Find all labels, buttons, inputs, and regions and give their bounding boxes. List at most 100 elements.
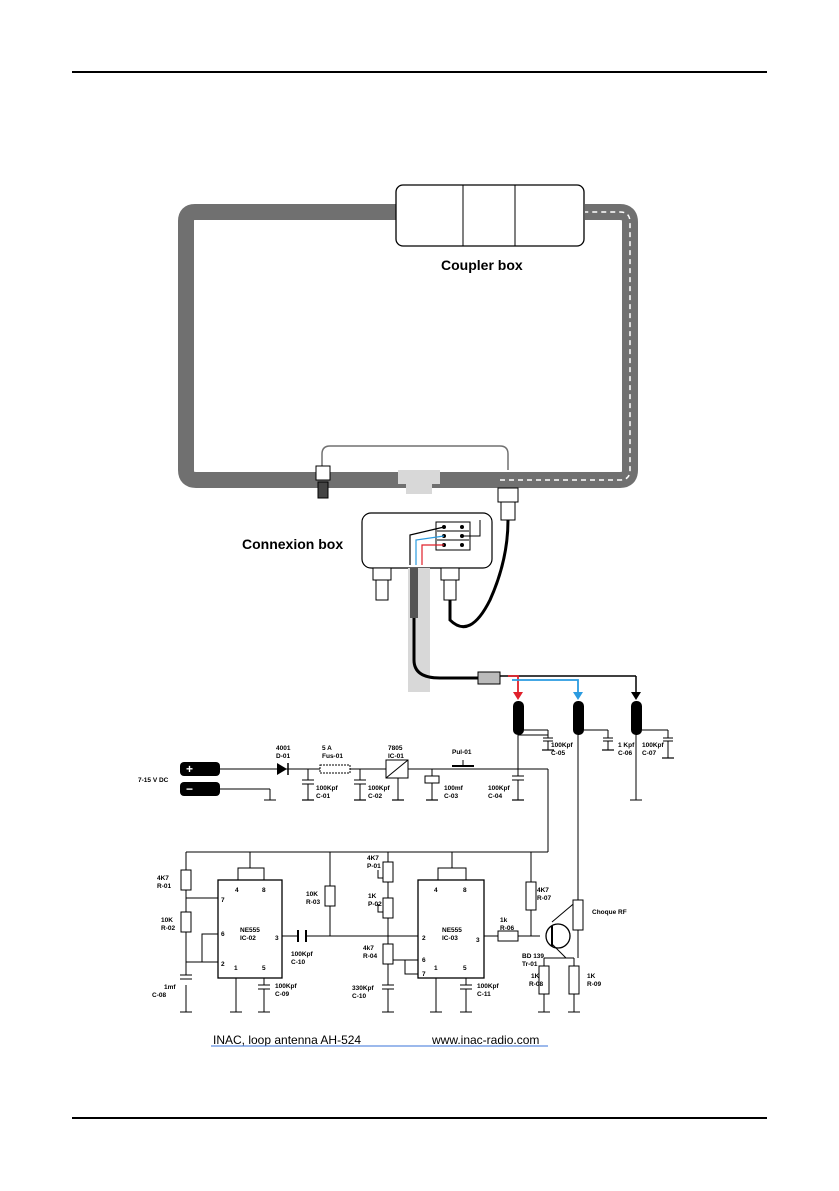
mast-top [398, 470, 440, 494]
ic02-ref-label: IC-02 [240, 935, 256, 942]
coupler-box [395, 184, 585, 247]
p01-ref-label: P-01 [367, 863, 381, 870]
c10b-ref-label: C-10 [352, 993, 366, 1000]
switch-pul01 [452, 760, 474, 767]
mast-cable-entry [410, 568, 418, 618]
cable-right [448, 519, 510, 629]
r06-value-label: 1k [500, 917, 508, 924]
c02-ref-label: C-02 [368, 793, 382, 800]
r02-value-label: 10K [161, 917, 173, 924]
supply-label: 7-15 V DC [138, 777, 169, 784]
d01-value-label: 4001 [276, 745, 291, 752]
choke-1 [513, 701, 524, 735]
connexion-box [361, 512, 493, 569]
transistor-tr01 [545, 923, 571, 949]
coupler-box-label: Coupler box [441, 257, 523, 273]
left-connector [315, 465, 331, 499]
c10a-value-label: 100Kpf [291, 951, 314, 958]
d01-ref-label: D-01 [276, 753, 290, 760]
ic02-p5-label: 5 [262, 965, 266, 972]
ic01-ref-label: IC-01 [388, 753, 404, 760]
blue-wire [512, 679, 579, 694]
fus-value-label: 5 A [322, 745, 332, 752]
r01-value-label: 4K7 [157, 875, 169, 882]
r09-ref-label: R-09 [587, 981, 601, 988]
ic02-p1-label: 1 [234, 965, 238, 972]
c07-ref-label: C-07 [642, 750, 656, 757]
ic03-p3-label: 3 [476, 937, 480, 944]
header-rule [72, 71, 767, 73]
fuse-fus01 [319, 764, 351, 774]
footer-rule [72, 1117, 767, 1119]
resistor-r08 [538, 965, 550, 995]
c04-value-label: 100Kpf [488, 785, 511, 792]
red-wire [508, 675, 519, 694]
r04-value-label: 4k7 [363, 945, 374, 952]
r04-ref-label: R-04 [363, 953, 377, 960]
choke-rf [572, 899, 584, 931]
footer-title: INAC, loop antenna AH-524 [213, 1033, 361, 1047]
c04-ref-label: C-04 [488, 793, 502, 800]
fus-ref-label: Fus-01 [322, 753, 343, 760]
c07-value-label: 100Kpf [642, 742, 665, 749]
c11-ref-label: C-11 [477, 991, 491, 998]
c08-ref-label: C-08 [152, 992, 166, 999]
cable-down [412, 618, 480, 680]
resistor-r03 [324, 885, 336, 907]
p02-value-label: 1K [368, 893, 377, 900]
inner-cable [321, 445, 509, 470]
pot-p02 [382, 897, 394, 919]
r01-ref-label: R-01 [157, 883, 171, 890]
r02-ref-label: R-02 [161, 925, 175, 932]
r09-value-label: 1K [587, 973, 596, 980]
resistor-r04 [382, 943, 394, 965]
resistor-r09 [568, 965, 580, 995]
ic02-p6-label: 6 [221, 931, 225, 938]
choque-label-label: Choque RF [592, 909, 627, 916]
c06-value-label: 1 Kpf [618, 742, 635, 749]
cap-c03 [424, 775, 440, 784]
plus-terminal: + [180, 762, 220, 776]
connexion-box-label: Connexion box [242, 536, 343, 552]
box-connector-right [440, 567, 460, 601]
c02-value-label: 100Kpf [368, 785, 391, 792]
choke-2 [573, 701, 584, 735]
c01-ref-label: C-01 [316, 793, 330, 800]
diode-d01 [277, 763, 289, 775]
ic02-p4-label: 4 [235, 887, 239, 894]
box-connector-left [372, 567, 392, 601]
r03-ref-label: R-03 [306, 899, 320, 906]
resistor-r01 [180, 869, 192, 891]
c08-value-label: 1mf [164, 984, 176, 991]
c01-value-label: 100Kpf [316, 785, 339, 792]
pot-p01 [382, 861, 394, 883]
ic03-p2-label: 2 [422, 935, 426, 942]
r08-value-label: 1K [531, 973, 540, 980]
c03-ref-label: C-03 [444, 793, 458, 800]
ic01-value-label: 7805 [388, 745, 403, 752]
footer-website[interactable]: www.inac-radio.com [431, 1033, 539, 1047]
ic03-p7-label: 7 [422, 971, 426, 978]
r07-ref-label: R-07 [537, 895, 551, 902]
minus-sign-label: − [186, 782, 193, 796]
r07-value-label: 4K7 [537, 887, 549, 894]
c05-ref-label: C-05 [551, 750, 565, 757]
p02-ref-label: P-02 [368, 901, 382, 908]
ic02-p7-label: 7 [221, 897, 225, 904]
c10a-ref-label: C-10 [291, 959, 305, 966]
ic03-value-label: NE555 [442, 927, 462, 934]
choke-3 [631, 701, 642, 735]
tr01-ref-label: Tr-01 [522, 961, 538, 968]
loop-antenna [178, 204, 638, 488]
c11-value-label: 100Kpf [477, 983, 500, 990]
ic-ic03 [417, 879, 485, 979]
r06-ref-label: R-06 [500, 925, 514, 932]
ic-ic02 [217, 879, 283, 979]
ic03-p4-label: 4 [434, 887, 438, 894]
ic02-value-label: NE555 [240, 927, 260, 934]
resistor-r02 [180, 911, 192, 933]
r03-value-label: 10K [306, 891, 318, 898]
resistor-r07 [525, 881, 537, 911]
ic03-p8-label: 8 [463, 887, 467, 894]
